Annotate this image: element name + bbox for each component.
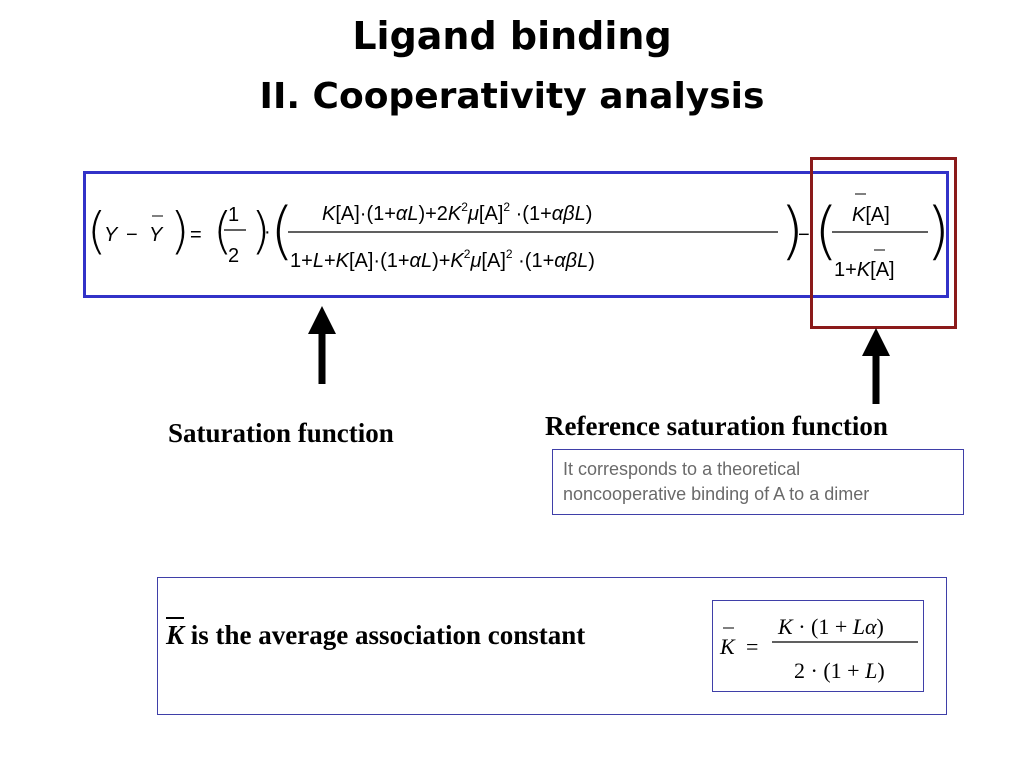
average-description: is the average association constant — [190, 620, 586, 650]
average-statement: K is the average association constant — [166, 617, 586, 651]
reference-note: It corresponds to a theoretical noncoope… — [552, 449, 964, 515]
svg-text:−: − — [798, 224, 810, 246]
svg-text:(: ( — [814, 194, 838, 267]
svg-text:): ) — [170, 202, 190, 260]
svg-text:2: 2 — [228, 245, 239, 267]
svg-text:): ) — [926, 194, 950, 267]
svg-text:=: = — [746, 634, 758, 659]
svg-text:=: = — [190, 224, 202, 246]
slide-title: Ligand binding — [352, 14, 672, 58]
equation-frame — [83, 171, 949, 298]
saturation-function-label: Saturation function — [168, 418, 394, 448]
svg-text:Y: Y — [149, 224, 164, 246]
svg-text:): ) — [780, 194, 804, 267]
svg-text:−: − — [126, 224, 138, 246]
slide-subtitle: II. Cooperativity analysis — [259, 76, 765, 117]
svg-text:(: ( — [87, 202, 107, 260]
average-formula-frame — [712, 600, 924, 692]
svg-text:K[A]·(1+αL)+2K2μ[A]2 ·(1+αβL): K[A]·(1+αL)+2K2μ[A]2 ·(1+αβL) — [322, 200, 592, 225]
svg-text:Y: Y — [104, 224, 119, 246]
note-line-2: noncooperative binding of A to a dimer — [563, 484, 870, 504]
svg-text:): ) — [251, 202, 271, 260]
svg-text:1+L+K[A]·(1+αL)+K2μ[A]2 ·(1+αβ: 1+L+K[A]·(1+αL)+K2μ[A]2 ·(1+αβL) — [290, 247, 595, 272]
reference-saturation-label: Reference saturation function — [545, 411, 888, 441]
average-frame — [157, 577, 947, 715]
svg-text:(: ( — [270, 194, 294, 267]
average-formula: K = K · (1 + Lα) 2 · (1 + L) — [719, 614, 918, 683]
kbar-symbol: K — [166, 617, 185, 650]
svg-text:1+K[A]: 1+K[A] — [834, 259, 895, 281]
note-line-1: It corresponds to a theoretical — [563, 459, 801, 479]
svg-text:K[A]: K[A] — [852, 204, 890, 226]
svg-text:·: · — [264, 221, 271, 243]
svg-text:K · (1 + Lα): K · (1 + Lα) — [777, 614, 884, 639]
svg-text:(: ( — [213, 202, 233, 260]
reference-frame — [810, 157, 957, 329]
svg-text:2 · (1 + L): 2 · (1 + L) — [794, 658, 885, 683]
svg-text:1: 1 — [228, 204, 239, 226]
svg-text:K: K — [719, 634, 736, 659]
